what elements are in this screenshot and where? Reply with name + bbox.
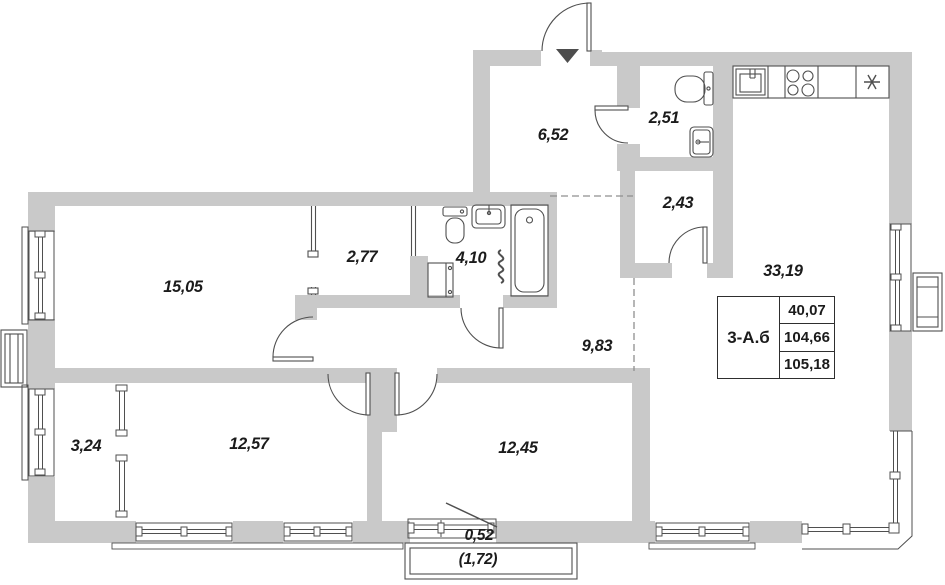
windows [21,223,913,550]
glass-partition-loggia [115,384,128,518]
wc-toilet-icon [674,71,714,106]
apartment-stat-table: 3-А.б 40,07 104,66 105,18 [717,296,835,379]
window-sill-b3 [648,542,756,550]
room-area-corridor: 9,83 [581,336,613,355]
bathtub-icon [510,204,549,297]
room-area-loggia: 3,24 [70,436,102,455]
unit-type-label: 3-А.б [718,297,780,378]
entrance-door [541,2,592,52]
refrigerator-icon [864,74,880,90]
stat-values: 40,07 104,66 105,18 [780,297,834,378]
stove-icon [786,69,815,97]
walls [28,50,912,543]
room-area-balcony: 0,52 [464,527,494,544]
kitchen-sink-icon [735,68,766,96]
room-area-kitchen-living: 33,19 [763,261,803,280]
bathroom-fixtures [427,204,549,298]
room-area-entry-hall: 6,52 [537,125,569,144]
door-bedroom2 [327,372,371,416]
room-area-bedroom1: 15,05 [163,277,203,296]
room-area-balcony-full: (1,72) [458,551,498,568]
kitchen-counter [732,65,890,99]
window-bedroom1-left [21,226,55,325]
window-sill-left [111,542,404,550]
stat-living-area: 40,07 [788,301,826,319]
zone-dashed-lines [550,195,635,371]
window-bedroom3 [655,522,750,542]
door-bedroom3 [394,372,438,416]
window-living-right [889,223,912,332]
entrance-marker-triangle [556,49,579,63]
door-bedroom1 [272,316,314,362]
towel-radiator-icon [497,249,505,284]
wc-fixtures [674,71,714,158]
stat-total-area: 105,18 [780,350,834,378]
doors [272,2,708,416]
washing-machine-icon [427,262,454,298]
room-area-bathroom: 4,10 [455,248,487,267]
thin-partitions [307,206,417,295]
room-area-bedroom3: 12,45 [498,438,538,457]
stat-area: 104,66 [780,323,834,350]
ac-basket-left [0,329,28,388]
door-wc [594,105,629,144]
window-loggia-left [21,384,55,481]
balcony-door-window [407,502,498,539]
toilet-icon [442,206,468,244]
ac-basket-right [912,272,943,332]
washbasin-icon [471,204,506,229]
balcony-outline [404,542,578,580]
room-area-wc: 2,51 [648,108,680,127]
wc-washbasin-icon [689,126,714,158]
door-storage [668,226,708,264]
room-area-closet: 2,77 [346,247,378,266]
window-bedroom2-b [283,522,353,542]
room-area-storage: 2,43 [662,193,694,212]
corner-window [801,430,913,550]
room-area-bedroom2: 12,57 [229,434,269,453]
door-bathroom [460,307,504,349]
window-bedroom2-a [135,522,233,542]
